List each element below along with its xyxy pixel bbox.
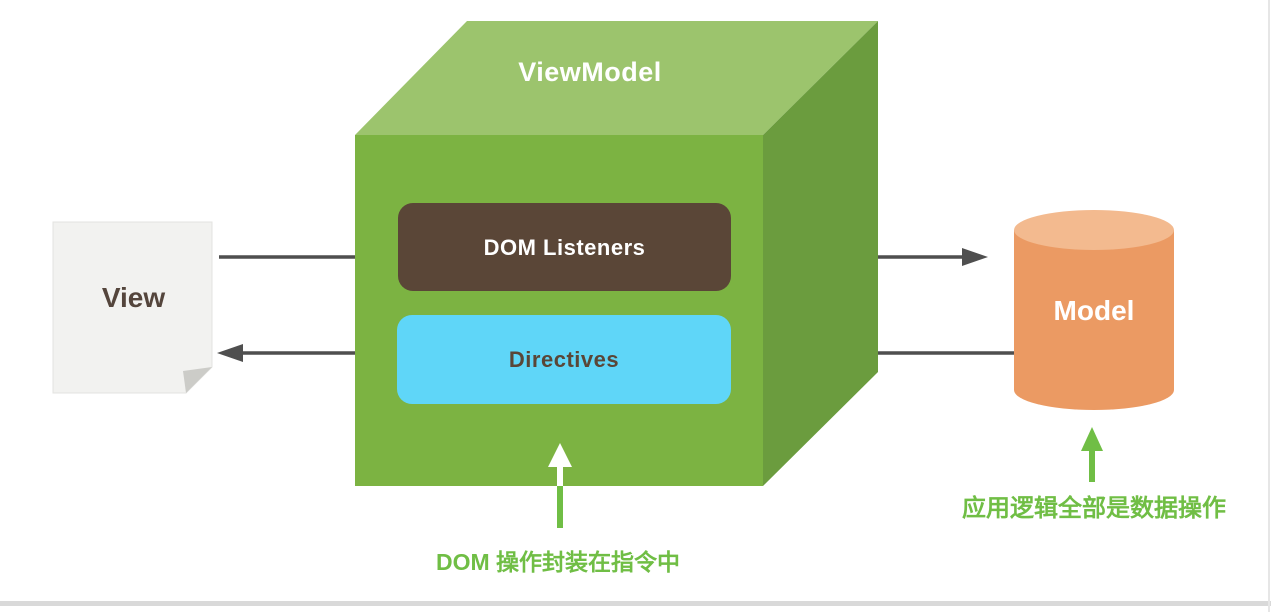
directives-annotation: DOM 操作封装在指令中 bbox=[435, 549, 681, 575]
cylinder-top bbox=[1014, 210, 1174, 250]
arrow-up-model bbox=[1081, 427, 1103, 482]
cylinder-body bbox=[1014, 230, 1174, 410]
arrow-up-directives-head bbox=[548, 443, 572, 467]
dom-listeners-label: DOM Listeners bbox=[483, 235, 646, 260]
arrow-up-directives bbox=[548, 443, 572, 528]
frame-right-edge bbox=[1268, 0, 1270, 612]
viewmodel-cube bbox=[355, 21, 878, 486]
arrow-view-to-model-head bbox=[962, 248, 988, 266]
cube-front-face bbox=[355, 135, 763, 486]
viewmodel-label: ViewModel bbox=[518, 57, 662, 87]
arrow-model-to-view-head bbox=[217, 344, 243, 362]
arrow-up-model-head bbox=[1081, 427, 1103, 451]
dom-listeners-box bbox=[398, 203, 731, 291]
model-cylinder-icon bbox=[1014, 210, 1174, 410]
model-annotation: 应用逻辑全部是数据操作 bbox=[962, 495, 1226, 522]
cube-side-face bbox=[763, 21, 878, 486]
directives-label: Directives bbox=[508, 347, 620, 372]
model-label: Model bbox=[1053, 295, 1135, 326]
arrow-up-model-shaft bbox=[1089, 449, 1095, 482]
view-label: View bbox=[101, 282, 166, 313]
cube-top-face bbox=[355, 21, 878, 135]
frame-bottom-edge bbox=[0, 601, 1271, 606]
paper-fold-corner-icon bbox=[183, 367, 212, 393]
arrow-up-directives-shaft-outer bbox=[557, 486, 563, 528]
arrow-up-directives-shaft-inner bbox=[557, 465, 563, 486]
directives-box bbox=[397, 315, 731, 404]
